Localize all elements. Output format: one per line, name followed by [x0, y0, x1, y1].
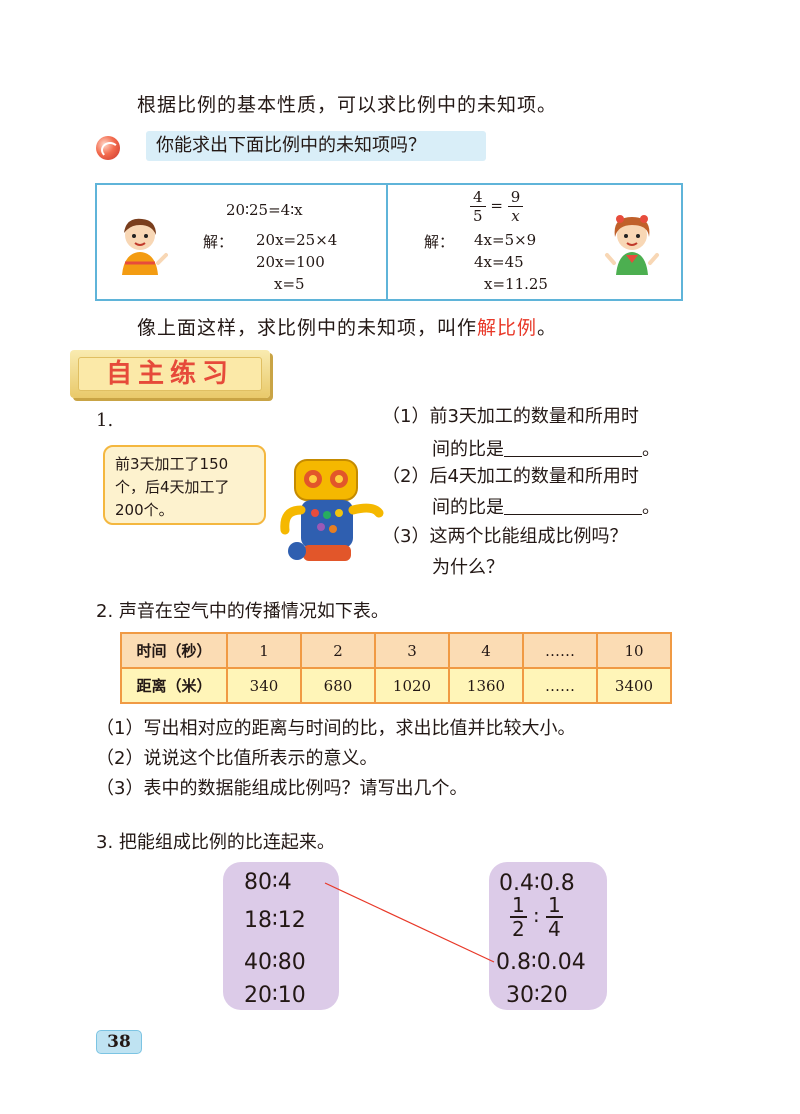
q1-sub2-period: 。 — [642, 497, 660, 518]
fraction-denominator: 2 — [512, 917, 525, 941]
table-cell: 340 — [226, 667, 302, 704]
fraction-left-denominator: 5 — [473, 207, 483, 225]
robot-toy-icon — [280, 459, 384, 561]
row-header-distance: 距离（米） — [120, 667, 228, 704]
q2-sub1: （1）写出相对应的距离与时间的比，求出比值并比较大小。 — [96, 718, 576, 739]
example-right-step1: 4x=5×9 — [474, 231, 537, 249]
practice-title: 自主练习 — [78, 357, 262, 391]
example-right-fraction-equation: 4 5 = 9 x — [470, 188, 524, 225]
q1-sub1-line1: （1）前3天加工的数量和所用时 — [382, 406, 639, 427]
table-cell: 1 — [226, 632, 302, 669]
example-right-step2: 4x=45 — [474, 253, 524, 271]
fraction-right-denominator: x — [511, 207, 520, 225]
q2-title: 2. 声音在空气中的传播情况如下表。 — [96, 601, 389, 622]
example-box — [95, 183, 683, 301]
fraction-numerator: 1 — [545, 893, 563, 918]
q1-sub3-line1: （3）这两个比能组成比例吗？ — [382, 526, 628, 547]
fraction-left: 4 5 — [470, 188, 486, 225]
q1-sub2-line2: 间的比是 。 — [432, 493, 660, 519]
row-header-time: 时间（秒） — [120, 632, 228, 669]
conclusion-text: 像上面这样，求比例中的未知项，叫作解比例。 — [137, 313, 557, 340]
right-ratio-item[interactable]: 0.8∶0.04 — [496, 950, 586, 975]
table-row-distance: 距离（米） 340 680 1020 1360 …… 3400 — [120, 667, 672, 704]
example-left-equation: 20∶25=4∶x — [226, 201, 303, 219]
q1-sub2-prompt: 间的比是 — [432, 497, 504, 518]
table-cell: …… — [522, 667, 598, 704]
table-cell: 3400 — [596, 667, 672, 704]
table-cell: 10 — [596, 632, 672, 669]
example-left-step3: x=5 — [274, 275, 305, 293]
question-banner: 你能求出下面比例中的未知项吗？ — [146, 131, 486, 161]
q1-sub2-answer-blank[interactable] — [504, 514, 642, 515]
table-cell: 2 — [300, 632, 376, 669]
left-ratio-panel — [223, 862, 339, 1010]
table-cell: 1360 — [448, 667, 524, 704]
sound-propagation-table: 时间（秒） 1 2 3 4 …… 10 距离（米） 340 680 1020 1… — [120, 632, 672, 704]
table-row-time: 时间（秒） 1 2 3 4 …… 10 — [120, 632, 672, 669]
q1-sub1-answer-blank[interactable] — [504, 456, 642, 457]
right-ratio-panel — [489, 862, 607, 1010]
right-ratio-item[interactable]: 30∶20 — [506, 983, 568, 1008]
left-ratio-item[interactable]: 40∶80 — [244, 950, 306, 975]
fraction-left-numerator: 4 — [470, 188, 486, 207]
q1-sub1-line2: 间的比是 。 — [432, 435, 660, 461]
example-divider — [386, 183, 388, 301]
q2-sub3: （3）表中的数据能组成比例吗？请写出几个。 — [96, 778, 468, 799]
conclusion-prefix: 像上面这样，求比例中的未知项，叫作 — [137, 317, 478, 339]
example-right-solve-label: 解： — [424, 233, 455, 251]
ratio-colon: ∶ — [533, 905, 539, 929]
table-cell: 4 — [448, 632, 524, 669]
example-left-step1: 20x=25×4 — [256, 231, 338, 249]
equals-sign: = — [490, 196, 503, 215]
conclusion-period: 。 — [537, 317, 558, 339]
boy-cartoon-icon — [122, 218, 168, 275]
ball-bullet-icon — [96, 136, 120, 160]
practice-header: 自主练习 — [70, 350, 270, 398]
q1-info-card: 前3天加工了150个，后4天加工了200个。 — [103, 445, 266, 525]
table-cell: 680 — [300, 667, 376, 704]
fraction-right-numerator: 9 — [507, 188, 524, 207]
q2-sub2: （2）说说这个比值所表示的意义。 — [96, 748, 378, 769]
q1-sub3-line2: 为什么？ — [432, 557, 504, 578]
q1-sub1-period: 。 — [642, 439, 660, 460]
page-number: 38 — [96, 1030, 142, 1054]
fraction-numerator: 1 — [510, 893, 527, 918]
table-cell: …… — [522, 632, 598, 669]
term-solve-proportion: 解比例 — [477, 317, 538, 339]
table-cell: 3 — [374, 632, 450, 669]
left-ratio-item[interactable]: 18∶12 — [244, 908, 306, 933]
q3-title: 3. 把能组成比例的比连起来。 — [96, 832, 335, 853]
left-ratio-item[interactable]: 20∶10 — [244, 983, 306, 1008]
q1-sub1-prompt: 间的比是 — [432, 439, 504, 460]
fraction-right: 9 x — [507, 188, 524, 225]
example-left-step2: 20x=100 — [256, 253, 325, 271]
right-ratio-item[interactable]: 0.4∶0.8 — [499, 871, 575, 896]
example-right-step3: x=11.25 — [484, 275, 548, 293]
left-ratio-item[interactable]: 80∶4 — [244, 870, 292, 895]
girl-cartoon-icon — [605, 215, 659, 275]
fraction-denominator: 4 — [547, 917, 561, 941]
q1-number: 1. — [96, 410, 114, 431]
intro-text: 根据比例的基本性质，可以求比例中的未知项。 — [137, 94, 558, 116]
q1-sub2-line1: （2）后4天加工的数量和所用时 — [382, 466, 639, 487]
example-left-solve-label: 解： — [203, 233, 234, 251]
table-cell: 1020 — [374, 667, 450, 704]
